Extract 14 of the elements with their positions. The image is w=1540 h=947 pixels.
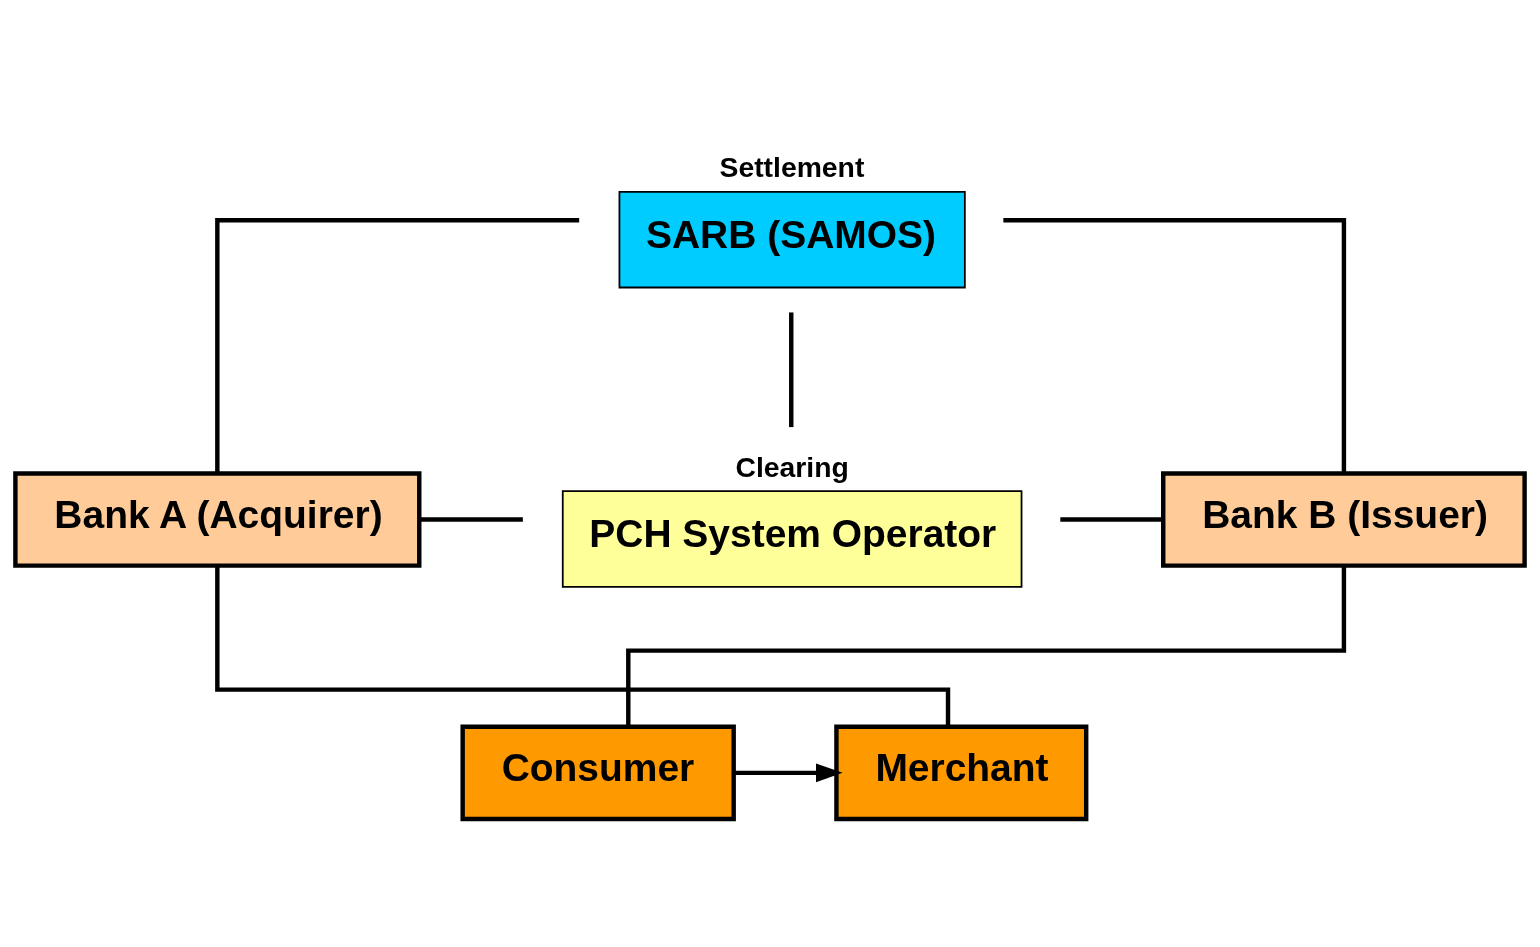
connector: [419, 517, 523, 522]
connector: [626, 566, 1347, 727]
node-box: Merchant: [834, 724, 1089, 822]
connector: [215, 566, 951, 727]
connector: [789, 312, 794, 428]
connector: [1060, 517, 1164, 522]
node-label: Settlement: [719, 151, 865, 184]
node-label: Clearing: [735, 450, 849, 483]
connector: [1003, 218, 1347, 474]
node-box: Bank A (Acquirer): [13, 471, 422, 568]
connector: [215, 218, 580, 474]
arrow: [733, 763, 843, 783]
node-box: Bank B (Issuer): [1161, 471, 1527, 568]
node-box: Consumer: [460, 724, 736, 822]
